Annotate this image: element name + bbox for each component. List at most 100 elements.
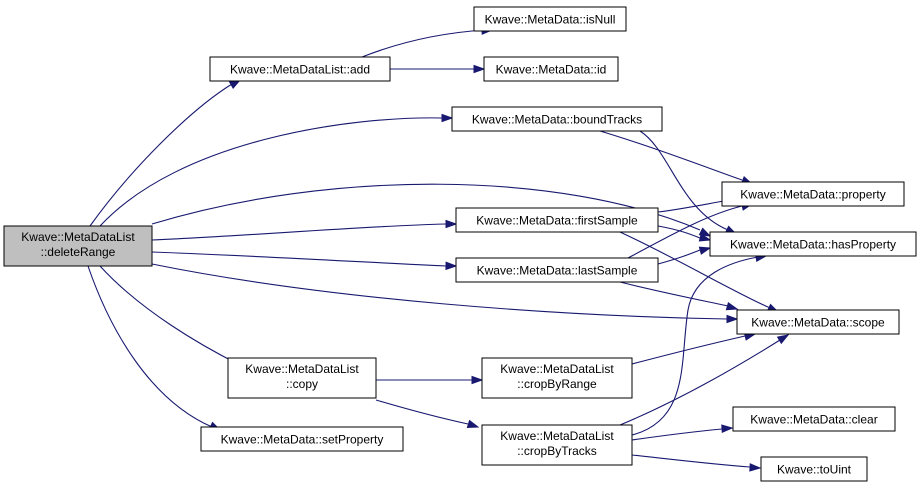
edge-line <box>631 335 746 365</box>
edge-first-sample-to-has-property <box>657 225 712 242</box>
arrow-head <box>466 419 480 428</box>
node-box <box>209 56 391 82</box>
node-id[interactable]: Kwave::MetaData::id <box>483 56 619 82</box>
node-label: ::deleteRange <box>41 245 116 259</box>
edge-crop-by-tracks-to-to-uint <box>631 454 762 472</box>
edge-line <box>375 399 469 425</box>
node-clear[interactable]: Kwave::MetaData::clear <box>732 406 896 432</box>
node-crop-by-tracks[interactable]: Kwave::MetaDataList::cropByTracks <box>481 424 633 466</box>
edge-last-sample-to-scope <box>619 281 739 311</box>
edge-line <box>631 454 751 468</box>
edge-line <box>631 428 723 441</box>
node-label: Kwave::MetaData::property <box>740 188 885 202</box>
node-list-add[interactable]: Kwave::MetaDataList::add <box>209 56 391 82</box>
arrow-head <box>441 113 454 123</box>
edge-root-to-last-sample <box>151 251 458 271</box>
edge-last-sample-to-has-property <box>657 246 712 265</box>
edge-line <box>619 281 729 307</box>
node-first-sample[interactable]: Kwave::MetaData::firstSample <box>455 207 659 233</box>
node-label: Kwave::MetaData::firstSample <box>476 214 638 228</box>
edge-line <box>639 130 729 231</box>
node-box <box>227 357 377 399</box>
node-root[interactable]: Kwave::MetaDataList::deleteRange <box>3 225 153 267</box>
node-box <box>3 225 153 267</box>
edge-root-to-bound-tracks <box>99 113 454 227</box>
arrow-head <box>445 261 458 271</box>
node-box <box>736 309 900 335</box>
edge-crop-by-range-to-scope <box>631 332 757 365</box>
edge-bound-tracks-to-property <box>599 130 754 185</box>
node-box <box>481 357 633 399</box>
node-box <box>732 406 896 432</box>
arrow-head <box>698 246 712 255</box>
arrow-head <box>473 64 486 74</box>
node-label: Kwave::MetaData::boundTracks <box>472 113 642 127</box>
arrow-head <box>698 233 712 242</box>
edge-list-add-to-id <box>390 64 486 74</box>
edge-line <box>361 29 485 58</box>
edge-line <box>99 117 443 227</box>
edge-list-copy-to-crop-by-range <box>375 375 484 385</box>
arrow-head <box>721 424 734 434</box>
edge-line <box>87 265 213 428</box>
node-label: Kwave::MetaData::isNull <box>485 13 616 27</box>
node-label: Kwave::toUint <box>777 463 852 477</box>
edge-line <box>619 339 781 426</box>
edge-line <box>657 225 701 239</box>
node-is-null[interactable]: Kwave::MetaData::isNull <box>473 6 627 32</box>
edges-layer <box>87 26 790 472</box>
node-crop-by-range[interactable]: Kwave::MetaDataList::cropByRange <box>481 357 633 399</box>
node-property[interactable]: Kwave::MetaData::property <box>721 181 905 207</box>
arrow-head <box>471 375 484 385</box>
edge-root-to-set-property <box>87 265 222 431</box>
edge-list-copy-to-crop-by-tracks <box>375 399 480 428</box>
node-label: Kwave::MetaData::clear <box>750 413 877 427</box>
edge-line <box>619 231 771 309</box>
node-to-uint[interactable]: Kwave::toUint <box>760 456 868 482</box>
node-label: Kwave::MetaData::id <box>496 63 607 77</box>
node-set-property[interactable]: Kwave::MetaData::setProperty <box>200 426 404 452</box>
nodes-layer: Kwave::MetaDataList::deleteRangeKwave::M… <box>3 6 917 482</box>
edge-crop-by-tracks-to-scope <box>619 334 790 426</box>
edge-line <box>631 256 759 436</box>
node-label: Kwave::MetaData::lastSample <box>477 264 638 278</box>
arrow-head <box>725 302 739 311</box>
node-box <box>200 426 404 452</box>
node-label: Kwave::MetaDataList <box>21 230 135 244</box>
arrow-head <box>726 314 739 324</box>
arrow-head <box>445 219 458 229</box>
node-label: Kwave::MetaData::scope <box>751 316 885 330</box>
edge-line <box>627 205 743 259</box>
node-box <box>451 106 663 132</box>
edge-line <box>99 265 241 366</box>
node-box <box>455 207 659 233</box>
node-box <box>483 56 619 82</box>
edge-line <box>657 249 701 265</box>
node-last-sample[interactable]: Kwave::MetaData::lastSample <box>455 257 659 283</box>
edge-line <box>151 251 447 267</box>
node-label: Kwave::MetaDataList <box>500 429 614 443</box>
node-box <box>455 257 659 283</box>
node-label: Kwave::MetaDataList <box>500 362 614 376</box>
edge-line <box>89 83 233 227</box>
edge-crop-by-tracks-to-clear <box>631 424 734 441</box>
node-label: Kwave::MetaDataList <box>245 362 359 376</box>
node-list-copy[interactable]: Kwave::MetaDataList::copy <box>227 357 377 399</box>
node-bound-tracks[interactable]: Kwave::MetaData::boundTracks <box>451 106 663 132</box>
node-label: ::cropByTracks <box>517 444 597 458</box>
arrow-head <box>776 334 790 345</box>
edge-root-to-scope <box>151 263 739 324</box>
node-label: Kwave::MetaData::setProperty <box>221 433 384 447</box>
node-box <box>481 424 633 466</box>
edge-line <box>151 263 728 320</box>
node-box <box>709 231 917 257</box>
edge-line <box>599 130 743 181</box>
node-has-property[interactable]: Kwave::MetaData::hasProperty <box>709 231 917 257</box>
node-box <box>473 6 627 32</box>
edge-root-to-list-add <box>89 79 242 227</box>
edge-list-add-to-is-null <box>361 26 494 58</box>
node-label: Kwave::MetaDataList::add <box>230 63 370 77</box>
edge-root-to-first-sample <box>151 219 458 241</box>
node-scope[interactable]: Kwave::MetaData::scope <box>736 309 900 335</box>
